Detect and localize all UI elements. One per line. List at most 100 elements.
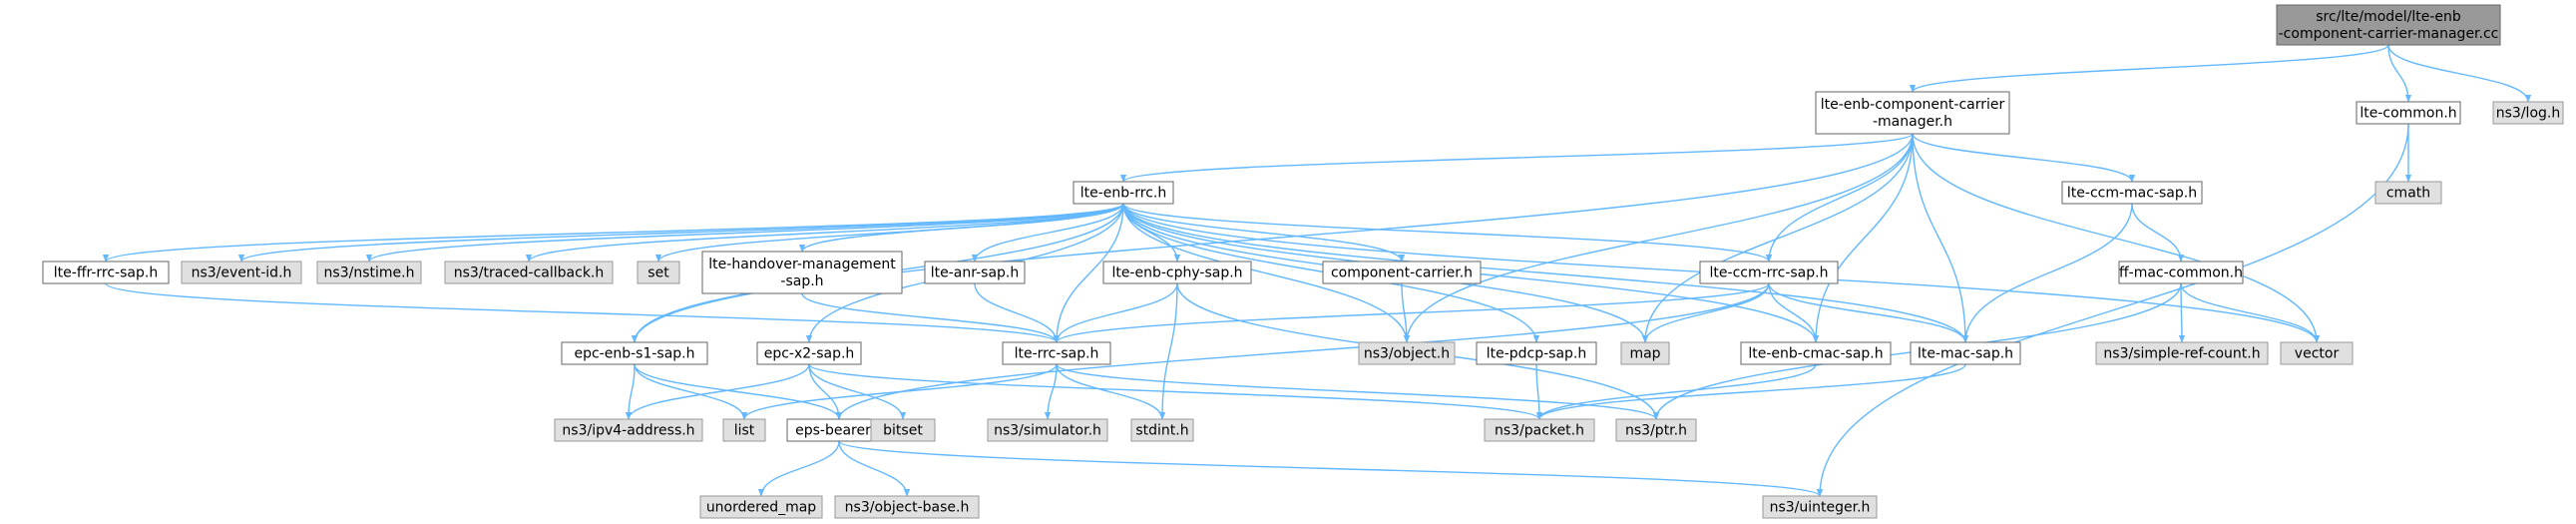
edge-lte-enb-ccm-to-lte-enb-rrc: [1120, 133, 1914, 183]
node-label: epc-x2-sap.h: [764, 346, 855, 362]
node-ns3-event-id[interactable]: ns3/event-id.h: [181, 261, 302, 284]
node-box: [316, 261, 422, 284]
node-lte-common[interactable]: lte-common.h: [2356, 101, 2461, 125]
node-stdint[interactable]: stdint.h: [1130, 418, 1194, 442]
node-label: lte-ccm-rrc-sap.h: [1710, 265, 1829, 281]
edge-lte-mac-sap-to-ns3-packet: [1535, 363, 1966, 420]
node-ns3-object-base[interactable]: ns3/object-base.h: [834, 495, 980, 519]
edge-lte-ffr-rrc-sap-to-lte-rrc-sap: [105, 282, 1060, 343]
node-map[interactable]: map: [1620, 341, 1670, 365]
edge-lte-ccm-rrc-sap-to-lte-mac-sap: [1768, 282, 1969, 343]
node-label: eps-bearer.h: [795, 423, 883, 439]
edge-lte-enb-ccm-to-lte-mac-sap: [1912, 133, 1969, 343]
node-lte-enb-cphy-sap[interactable]: lte-enb-cphy-sap.h: [1102, 261, 1252, 284]
node-ns3-simulator[interactable]: ns3/simulator.h: [987, 418, 1108, 442]
node-label: map: [1629, 346, 1660, 362]
node-lte-ccm-mac-sap[interactable]: lte-ccm-mac-sap.h: [2061, 181, 2203, 205]
edge-lte-enb-rrc-to-component-carrier: [1122, 203, 1406, 262]
edge-lte-rrc-sap-to-list: [740, 363, 1058, 420]
node-box: [1815, 91, 2010, 135]
node-box: [1073, 181, 1174, 205]
node-box: [2276, 4, 2501, 46]
edge-epc-enb-s1-sap-to-ns3-ipv4-address: [625, 363, 636, 420]
node-label: lte-enb-component-carrier: [1821, 97, 2005, 113]
node-vector[interactable]: vector: [2280, 341, 2354, 365]
node-lte-enb-cmac-sap[interactable]: lte-enb-cmac-sap.h: [1740, 341, 1892, 365]
node-ns3-ipv4-address[interactable]: ns3/ipv4-address.h: [554, 418, 703, 442]
node-box: [1002, 341, 1111, 365]
node-box: [561, 341, 708, 365]
node-lte-anr-sap[interactable]: lte-anr-sap.h: [924, 261, 1026, 284]
node-ns3-traced-callback[interactable]: ns3/traced-callback.h: [444, 261, 614, 284]
node-box: [2061, 181, 2203, 205]
edge-lte-enb-ccm-to-ns3-object: [1403, 133, 1914, 343]
node-box: [2095, 341, 2269, 365]
node-label: lte-handover-management: [708, 257, 896, 272]
node-bitset[interactable]: bitset: [870, 418, 936, 442]
edge-lte-ccm-rrc-sap-to-lte-rrc-sap: [1053, 282, 1770, 343]
node-list[interactable]: list: [722, 418, 766, 442]
node-label: ns3/log.h: [2496, 106, 2560, 122]
node-box: [2280, 341, 2354, 365]
edge-eps-bearer-to-ns3-object-base: [838, 440, 911, 497]
node-ns3-simple-ref-count[interactable]: ns3/simple-ref-count.h: [2095, 341, 2269, 365]
edge-lte-rrc-sap-to-ns3-simulator: [1044, 363, 1058, 420]
edge-ff-mac-common-to-vector: [2180, 282, 2321, 343]
node-ns3-packet[interactable]: ns3/packet.h: [1484, 418, 1595, 442]
node-cmath[interactable]: cmath: [2374, 181, 2442, 205]
edge-lte-enb-rrc-to-lte-enb-cphy-sap: [1122, 203, 1181, 262]
node-root[interactable]: src/lte/model/lte-enb-component-carrier-…: [2276, 4, 2501, 46]
node-lte-handover-mgmt-sap[interactable]: lte-handover-management-sap.h: [701, 251, 903, 294]
node-lte-ccm-rrc-sap[interactable]: lte-ccm-rrc-sap.h: [1699, 261, 1839, 284]
node-lte-enb-ccm[interactable]: lte-enb-component-carrier-manager.h: [1815, 91, 2010, 135]
node-lte-enb-rrc[interactable]: lte-enb-rrc.h: [1073, 181, 1174, 205]
node-label: ff-mac-common.h: [2119, 265, 2243, 281]
node-label: -sap.h: [780, 273, 823, 289]
node-ns3-uinteger[interactable]: ns3/uinteger.h: [1762, 495, 1878, 519]
node-label: lte-pdcp-sap.h: [1487, 346, 1587, 362]
node-ns3-object[interactable]: ns3/object.h: [1358, 341, 1456, 365]
edges-layer: [103, 44, 2532, 497]
node-box: [637, 261, 680, 284]
node-box: [701, 251, 903, 294]
node-ff-mac-common[interactable]: ff-mac-common.h: [2118, 261, 2244, 284]
node-ns3-log[interactable]: ns3/log.h: [2492, 101, 2564, 125]
edge-root-to-ns3-log: [2387, 44, 2532, 103]
edge-lte-ccm-rrc-sap-to-lte-enb-cmac-sap: [1768, 282, 1820, 343]
edge-lte-enb-ccm-to-map: [1641, 133, 1914, 343]
node-ns3-nstime[interactable]: ns3/nstime.h: [316, 261, 422, 284]
node-label: ns3/simulator.h: [994, 423, 1101, 439]
edge-eps-bearer-to-ns3-uinteger: [838, 440, 1823, 497]
node-component-carrier[interactable]: component-carrier.h: [1322, 261, 1482, 284]
edge-lte-ccm-rrc-sap-to-eps-bearer: [835, 282, 1770, 420]
edge-lte-enb-ccm-to-lte-ccm-mac-sap: [1912, 133, 2136, 183]
node-box: [2374, 181, 2442, 205]
node-label: set: [647, 265, 669, 281]
node-label: cmath: [2386, 186, 2430, 202]
edge-lte-enb-rrc-to-ns3-traced-callback: [525, 203, 1124, 262]
node-box: [987, 418, 1108, 442]
node-label: ns3/packet.h: [1495, 423, 1584, 439]
node-label: ns3/ptr.h: [1625, 423, 1687, 439]
node-label: src/lte/model/lte-enb: [2316, 9, 2461, 25]
edge-lte-enb-rrc-to-ns3-object: [1122, 203, 1411, 343]
node-ns3-ptr[interactable]: ns3/ptr.h: [1615, 418, 1697, 442]
edge-epc-x2-sap-to-eps-bearer: [808, 363, 843, 420]
edge-epc-x2-sap-to-bitset: [808, 363, 907, 420]
edge-epc-x2-sap-to-ns3-packet: [808, 363, 1543, 420]
node-epc-x2-sap[interactable]: epc-x2-sap.h: [756, 341, 862, 365]
node-box: [1358, 341, 1456, 365]
node-lte-mac-sap[interactable]: lte-mac-sap.h: [1910, 341, 2021, 365]
node-box: [2118, 261, 2244, 284]
node-lte-ffr-rrc-sap[interactable]: lte-ffr-rrc-sap.h: [42, 261, 170, 284]
node-lte-pdcp-sap[interactable]: lte-pdcp-sap.h: [1476, 341, 1597, 365]
node-label: ns3/traced-callback.h: [454, 265, 605, 281]
edge-lte-enb-rrc-to-lte-ccm-rrc-sap: [1122, 203, 1773, 262]
node-unordered-map[interactable]: unordered_map: [699, 495, 823, 519]
node-epc-enb-s1-sap[interactable]: epc-enb-s1-sap.h: [561, 341, 708, 365]
node-box: [554, 418, 703, 442]
edge-lte-enb-ccm-to-lte-ccm-rrc-sap: [1765, 133, 1914, 262]
node-lte-rrc-sap[interactable]: lte-rrc-sap.h: [1002, 341, 1111, 365]
node-eps-bearer[interactable]: eps-bearer.h: [786, 418, 892, 442]
node-set[interactable]: set: [637, 261, 680, 284]
